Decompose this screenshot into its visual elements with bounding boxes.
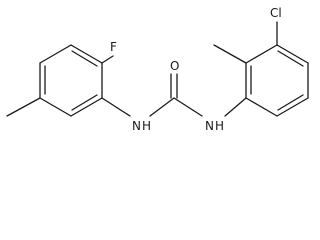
hydrogen-left-label: H <box>142 119 151 133</box>
bond-l3 <box>39 97 72 117</box>
nitrogen-left-label: N <box>132 119 141 133</box>
chloromethylphenyl-ring <box>245 44 309 117</box>
bond-l6 <box>70 44 103 64</box>
bond-l6-inner <box>71 50 98 67</box>
bond-r2 <box>245 44 278 64</box>
hydrogen-right-label: H <box>215 119 224 133</box>
bond-nh-carbonyl-left <box>149 97 175 117</box>
bond-methyl-right <box>213 44 247 64</box>
bond-l2-inner <box>71 94 98 111</box>
bond-r5-inner <box>277 94 304 111</box>
bond-l5 <box>39 44 72 64</box>
fluorine-label: F <box>110 40 117 54</box>
bond-l2 <box>70 97 103 117</box>
bond-aryl-nh-left <box>101 97 131 117</box>
bond-c-f <box>101 55 114 64</box>
oxygen-label: O <box>170 59 179 73</box>
fluoromethylphenyl-ring <box>39 44 103 117</box>
bond-methyl-left <box>6 97 41 117</box>
chlorine-label: Cl <box>270 6 282 20</box>
bond-r3 <box>276 44 309 64</box>
bond-carbonyl-nh-right <box>173 97 203 117</box>
bond-r3-inner <box>277 50 304 67</box>
structure-diagram: F N H O N H Cl <box>6 6 309 133</box>
nitrogen-right-label: N <box>205 119 214 133</box>
bond-nh-aryl-right <box>224 97 247 117</box>
molecule-canvas: F N H O N H Cl <box>6 6 309 133</box>
bond-r5 <box>276 97 309 117</box>
bond-r6 <box>245 97 278 117</box>
